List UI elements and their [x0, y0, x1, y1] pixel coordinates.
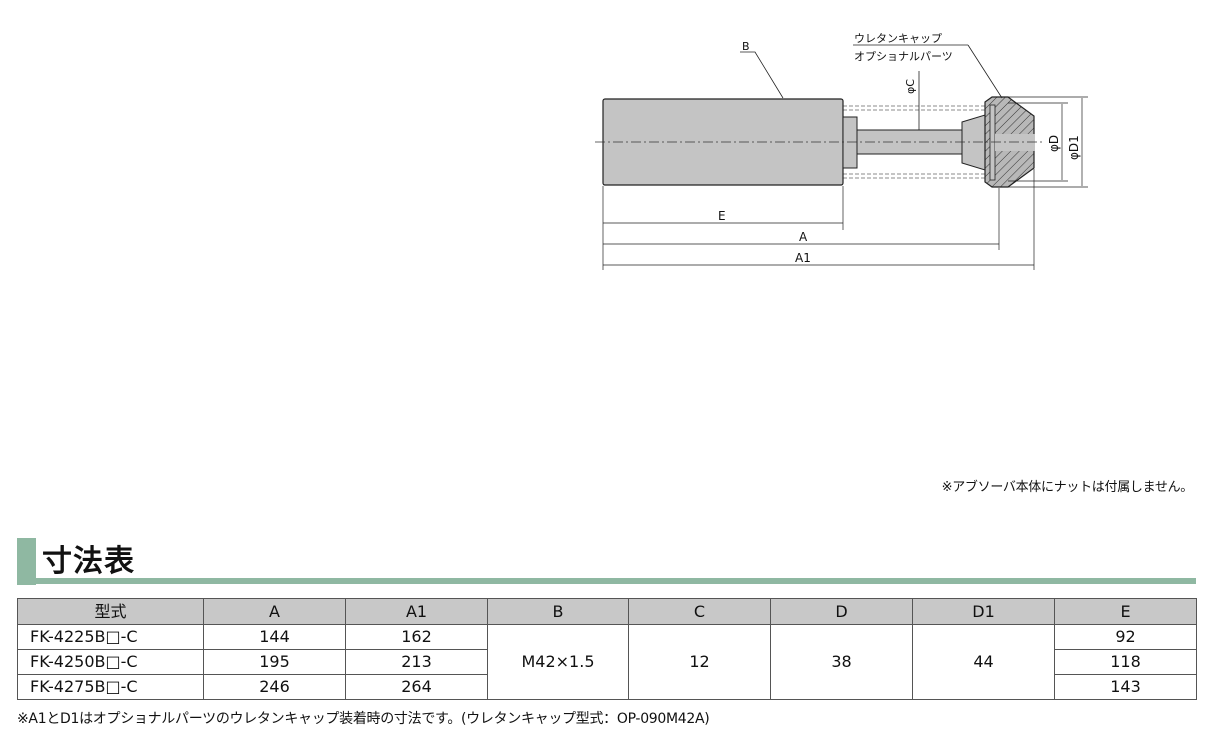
cell-A: 144 [203, 624, 346, 650]
cell-A1: 264 [345, 674, 488, 700]
table-header-row: 型式 A A1 B C D D1 E [17, 598, 1197, 625]
cell-D1: 44 [912, 624, 1055, 700]
label-cap-line2: オプショナルパーツ [854, 50, 953, 63]
absorber-dimension-drawing: B ウレタンキャップ オプショナルパーツ φC φD φD1 [590, 20, 1110, 280]
dimension-table: 型式 A A1 B C D D1 E FK-4225B□-C 144 162 M… [17, 598, 1197, 700]
header-D1: D1 [912, 598, 1055, 625]
label-phiD: φD [1047, 135, 1061, 152]
header-B: B [487, 598, 629, 625]
cell-E: 92 [1054, 624, 1197, 650]
table-row: FK-4250B□-C 195 213 118 [17, 649, 1197, 675]
cell-A1: 213 [345, 649, 488, 675]
header-A1: A1 [345, 598, 488, 625]
cell-model: FK-4225B□-C [17, 624, 204, 650]
label-phiD1: φD1 [1067, 135, 1081, 160]
header-A: A [203, 598, 346, 625]
label-B: B [742, 40, 750, 53]
page-title: 寸法表 [42, 544, 135, 579]
cell-D: 38 [770, 624, 913, 700]
cell-C: 12 [628, 624, 771, 700]
heading-underline [17, 578, 1196, 584]
cell-A1: 162 [345, 624, 488, 650]
label-cap-line1: ウレタンキャップ [854, 32, 942, 45]
label-A1: A1 [795, 251, 811, 265]
header-C: C [628, 598, 771, 625]
label-A: A [799, 230, 808, 244]
nut-not-included-note: ※アブソーバ本体にナットは付属しません。 [941, 480, 1194, 495]
cell-A: 195 [203, 649, 346, 675]
table-row: FK-4225B□-C 144 162 M42×1.5 12 38 44 92 [17, 624, 1197, 700]
table-row: FK-4275B□-C 246 264 143 [17, 674, 1197, 700]
dimension-table-heading: 寸法表 [17, 538, 1196, 585]
urethane-cap-note: ※A1とD1はオプショナルパーツのウレタンキャップ装着時の寸法です。(ウレタンキ… [17, 711, 710, 727]
header-D: D [770, 598, 913, 625]
heading-accent-bar [17, 538, 36, 585]
label-E: E [718, 209, 726, 223]
cell-model: FK-4275B□-C [17, 674, 204, 700]
cell-A: 246 [203, 674, 346, 700]
header-E: E [1054, 598, 1197, 625]
cell-E: 118 [1054, 649, 1197, 675]
cell-B: M42×1.5 [487, 624, 629, 700]
cell-model: FK-4250B□-C [17, 649, 204, 675]
label-phiC: φC [904, 79, 917, 94]
cell-E: 143 [1054, 674, 1197, 700]
header-model: 型式 [17, 598, 204, 625]
